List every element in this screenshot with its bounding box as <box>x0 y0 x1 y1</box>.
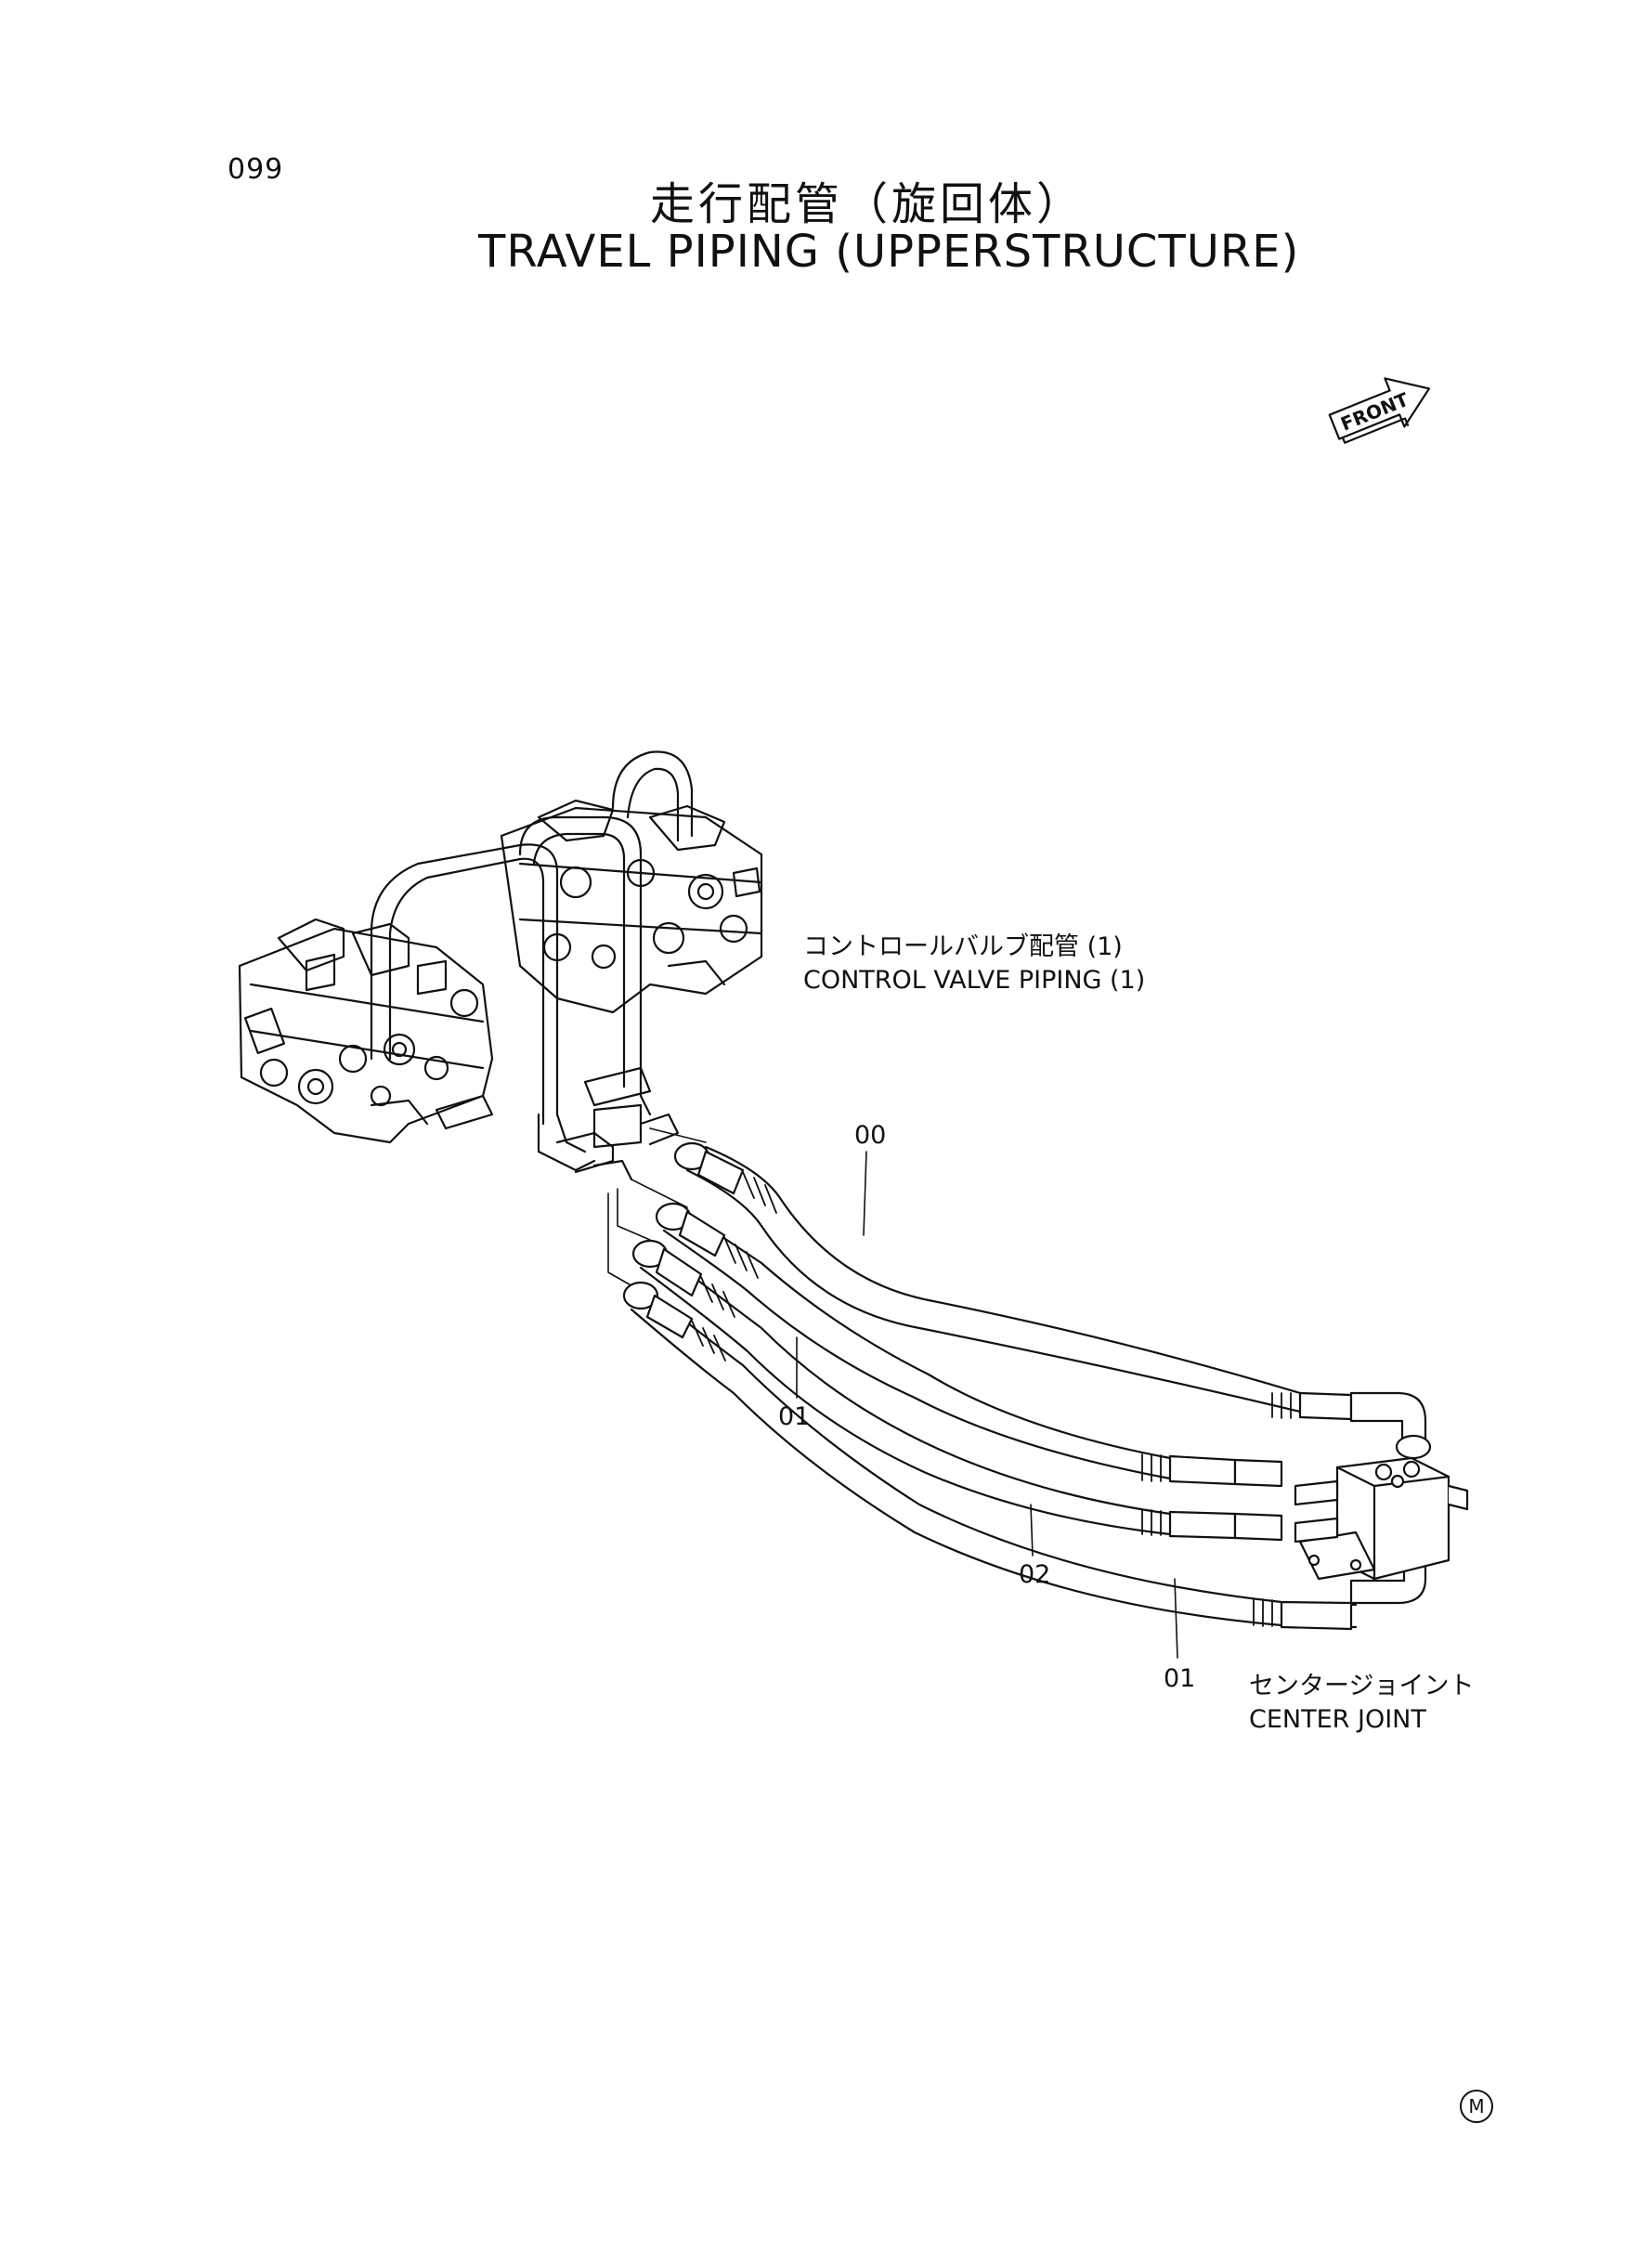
control-valve-label: コントロールバルブ配管 (1) CONTROL VALVE PIPING (1) <box>803 931 1145 997</box>
center-joint-label-japanese: センタージョイント <box>1249 1672 1475 1700</box>
part-leaders <box>796 1151 1178 1659</box>
control-valve-label-japanese: コントロールバルブ配管 (1) <box>803 932 1123 961</box>
model-mark-icon: M <box>1460 2090 1493 2123</box>
control-valve-left <box>238 918 494 1144</box>
control-valve-label-english: CONTROL VALVE PIPING (1) <box>803 966 1146 995</box>
center-joint-label: センタージョイント CENTER JOINT <box>1249 1670 1474 1737</box>
page-title-japanese: 走行配管（旋回体） <box>650 178 1086 230</box>
page-title-english: TRAVEL PIPING (UPPERSTRUCTURE) <box>478 226 1300 278</box>
front-arrow-label: FRONT <box>1337 388 1411 436</box>
part-number-01-left: 01 <box>778 1402 811 1431</box>
center-joint <box>1294 1456 1469 1581</box>
center-joint-label-english: CENTER JOINT <box>1249 1705 1426 1734</box>
front-arrow-icon: FRONT <box>1328 377 1431 444</box>
part-number-01-bottom: 01 <box>1164 1664 1196 1693</box>
page-number: 099 <box>228 153 284 186</box>
steel-tubes <box>370 750 694 1181</box>
hose-fittings-left <box>622 1141 777 1362</box>
hose-fittings-right <box>1141 1391 1432 1631</box>
part-number-00: 00 <box>854 1121 887 1150</box>
hoses <box>630 1145 1358 1629</box>
control-valve-right <box>500 799 763 1014</box>
part-number-02: 02 <box>1019 1560 1051 1589</box>
